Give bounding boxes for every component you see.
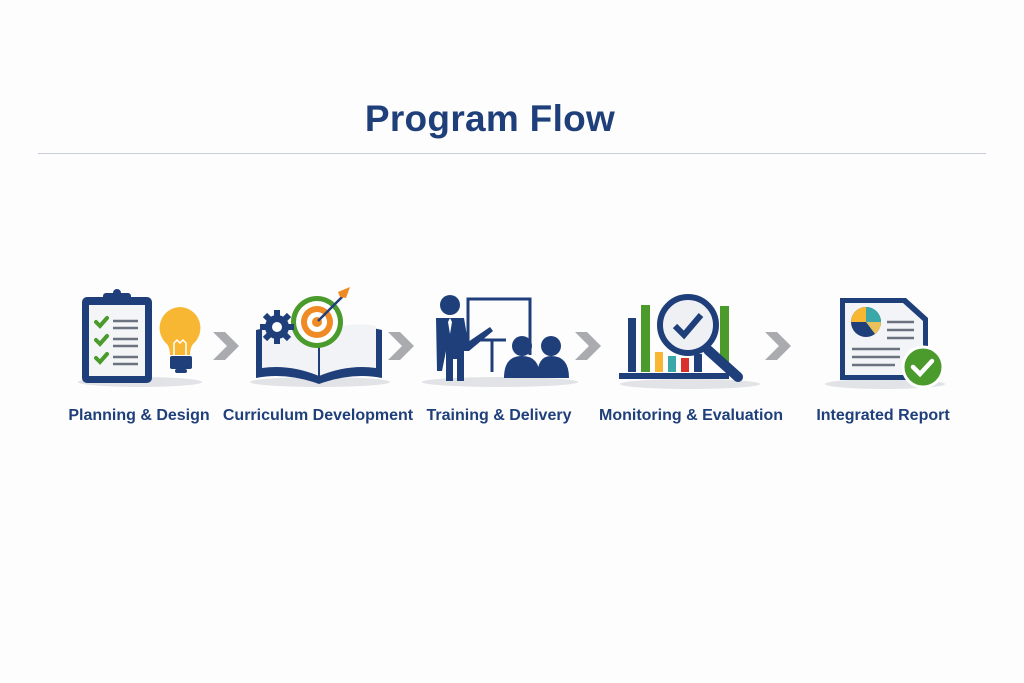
step-label-curriculum-development: Curriculum Development: [222, 407, 414, 424]
step-label-integrated-report: Integrated Report: [816, 407, 950, 424]
chevron-right-icon: [575, 332, 601, 360]
step-label-monitoring-evaluation: Monitoring & Evaluation: [599, 407, 783, 424]
clipboard-lightbulb-icon: [82, 289, 201, 383]
chevron-right-icon: [765, 332, 791, 360]
chevron-right-icon: [388, 332, 414, 360]
step-label-planning-design: Planning & Design: [68, 407, 210, 424]
presenter-audience-icon: [436, 295, 569, 381]
report-check-icon: [840, 298, 945, 389]
magnifier-chart-icon: [619, 294, 743, 382]
step-label-training-delivery: Training & Delivery: [426, 407, 572, 424]
chevron-right-icon: [213, 332, 239, 360]
page-title: Program Flow: [364, 98, 616, 139]
title-divider: [38, 153, 986, 154]
book-target-gear-icon: [256, 287, 382, 384]
